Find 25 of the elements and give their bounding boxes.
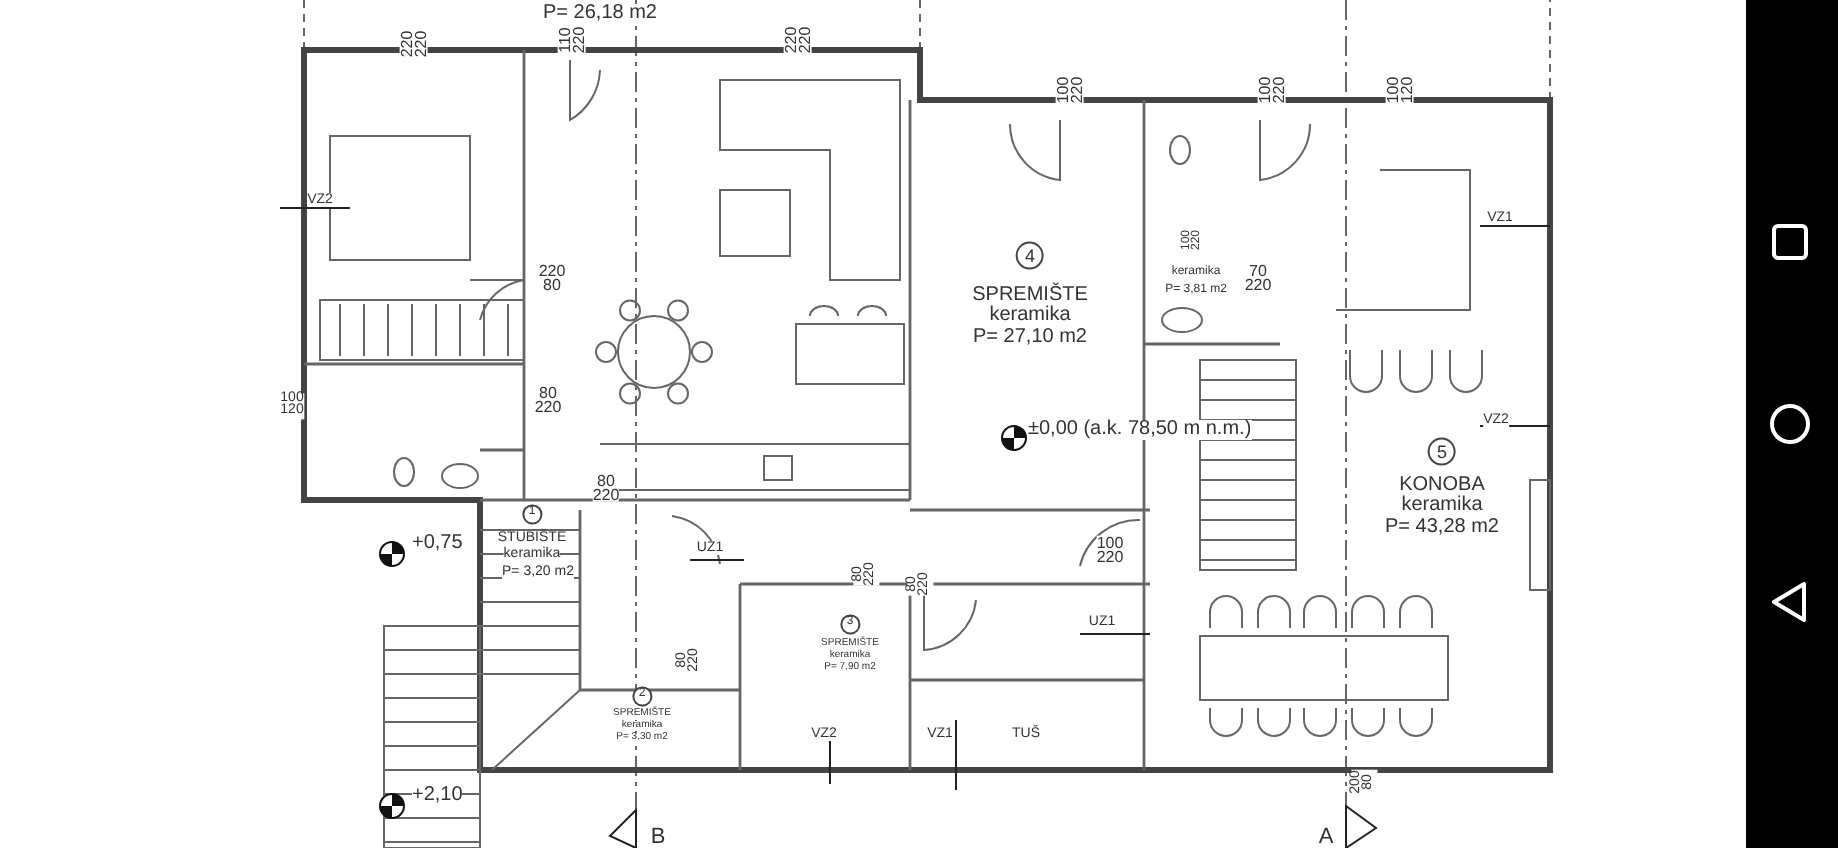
room-label: P= 27,10 m2 [973, 328, 1087, 348]
door-dimension: 100 220 [1055, 76, 1085, 104]
room-label: SPREMIŠTE [972, 286, 1088, 306]
room-label: KONOBA [1399, 476, 1485, 496]
level-label: +2,10 [412, 786, 463, 806]
level-label: +0,75 [412, 534, 463, 554]
door-dimension: 100 220 [1096, 535, 1124, 565]
door-dimension: 220 220 [783, 26, 813, 54]
door-dimension: 220 80 [538, 263, 566, 293]
door-dimension: 80 220 [534, 385, 562, 415]
room-label: P= 43,28 m2 [1385, 518, 1499, 538]
room-number: 5 [1427, 437, 1457, 467]
room-number: 4 [1015, 241, 1045, 271]
level-label: ±0,00 (a.k. 78,50 m n.m.) [1028, 420, 1252, 440]
room-label: P= 26,18 m2 [543, 4, 657, 24]
door-dimension: 100 220 [1257, 76, 1287, 104]
door-dimension: 100 120 [1385, 76, 1415, 104]
door-dimension: 110 220 [557, 26, 587, 54]
door-dimension: 70 220 [1244, 263, 1272, 293]
room-label: A [1318, 827, 1334, 848]
room-label: keramika [989, 306, 1071, 326]
door-dimension: 220 220 [399, 30, 429, 58]
room-label: B [650, 827, 666, 848]
room-label: keramika [1401, 496, 1483, 516]
door-dimension: 80 220 [592, 473, 620, 503]
